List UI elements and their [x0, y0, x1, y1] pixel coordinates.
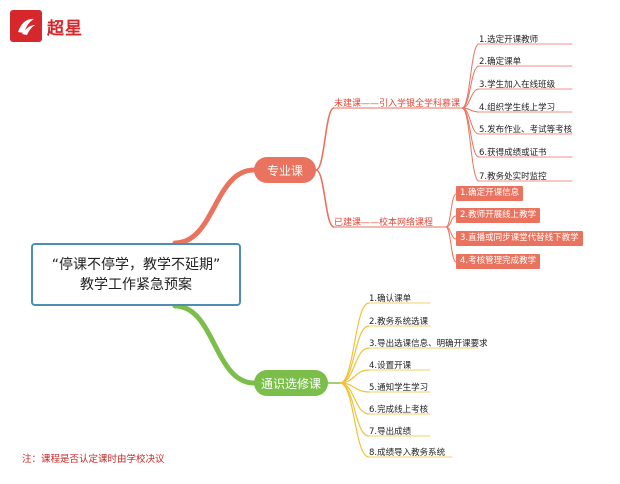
logo: 超星 [10, 10, 83, 42]
sub-branch-new-course: 未建课——引入学银全学科慕课 [334, 99, 461, 109]
leaf-built-1: 1.确定开课信息 [456, 186, 524, 201]
leaf-elective-4: 4.设置开课 [369, 361, 412, 371]
leaf-built-4: 4.考核管理完成教学 [456, 254, 541, 269]
leaf-new-7: 7.教务处实时监控 [479, 172, 547, 182]
connector-new-leaf-3 [461, 88, 480, 109]
connector-major-new [315, 107, 335, 171]
leaf-built-2: 2.教师开展线上教学 [456, 208, 541, 223]
logo-text: 超星 [47, 18, 83, 39]
connector-elective-leaf-8 [339, 382, 370, 458]
leaf-new-1: 1.选定开课教师 [479, 35, 539, 45]
leaf-elective-1: 1.确认课单 [369, 294, 412, 304]
leaf-new-3: 3.学生加入在线班级 [479, 80, 556, 90]
leaf-new-5: 5.发布作业、考试等考核 [479, 125, 573, 135]
leaf-new-6: 6.获得成绩或证书 [479, 148, 547, 158]
root-title-line2: 教学工作紧急预案 [80, 276, 192, 293]
connector-elective-leaf-1 [339, 302, 370, 384]
leaf-elective-3: 3.导出选课信息、明确开课要求 [369, 339, 488, 349]
leaf-built-3: 3.直播或同步课堂代替线下教学 [456, 231, 583, 246]
connector-new-leaf-2 [461, 65, 480, 109]
leaf-new-2: 2.确定课单 [479, 57, 522, 67]
leaf-new-4: 4.组织学生线上学习 [479, 103, 556, 113]
leaf-elective-2: 2.教务系统选课 [369, 317, 429, 327]
leaf-elective-5: 5.通知学生学习 [369, 383, 429, 393]
connector-elective-leaf-3 [339, 347, 370, 384]
connector-root-elective [172, 303, 257, 386]
connector-new-leaf-1 [461, 43, 480, 109]
connector-root-major [172, 167, 257, 246]
connector-elective-leaf-2 [339, 325, 370, 384]
footnote: 注：课程是否认定课时由学校决议 [22, 454, 165, 465]
sub-branch-built-course: 已建课——校本网络课程 [334, 218, 434, 228]
connector-new-leaf-7 [461, 107, 480, 182]
root-node: “停课不停学，教学不延期” 教学工作紧急预案 [31, 243, 241, 306]
logo-icon [10, 10, 42, 42]
connector-built-leaf-4 [445, 226, 457, 263]
leaf-elective-6: 6.完成线上考核 [369, 405, 429, 415]
root-title-line1: “停课不停学，教学不延期” [51, 256, 221, 273]
connector-built-leaf-1 [445, 193, 457, 228]
branch-major-node: 专业课 [254, 157, 316, 183]
branch-elective-node: 通识选修课 [254, 370, 328, 396]
leaf-elective-8: 8.成绩导入教务系统 [369, 448, 446, 458]
leaf-elective-7: 7.导出成绩 [369, 427, 412, 437]
connector-built-leaf-2 [445, 215, 457, 228]
connector-major-built [315, 169, 335, 228]
connector-elective-leaf-7 [339, 382, 370, 437]
